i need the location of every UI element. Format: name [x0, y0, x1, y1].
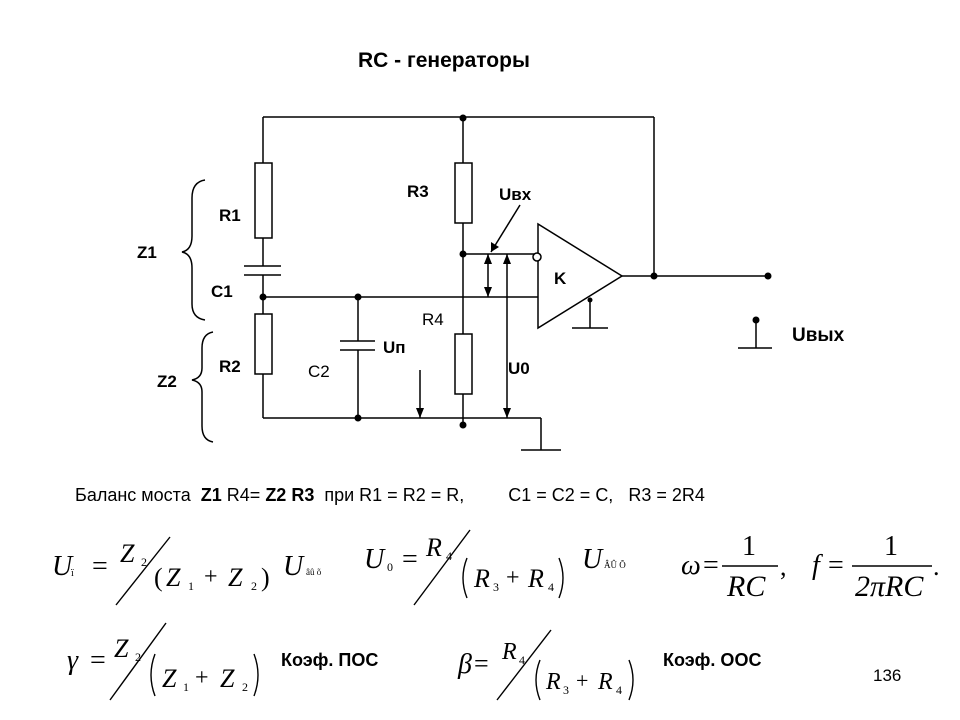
f5-z1: Z	[162, 664, 177, 693]
f1-U2: U	[283, 551, 304, 582]
f4-den: 2πRC	[855, 570, 924, 603]
f5-plus: +	[195, 665, 209, 691]
label-un: Uп	[383, 338, 406, 357]
f2-eq: =	[402, 544, 418, 575]
f5-lhs: γ	[67, 645, 79, 676]
page-number: 136	[873, 666, 902, 685]
f5-z1-sub: 1	[183, 680, 189, 694]
f1-z2: Z	[228, 563, 243, 592]
f3-num: 1	[742, 531, 756, 562]
f1-num-sub: 2	[141, 555, 147, 569]
label-z2: Z2	[157, 372, 177, 391]
label-c2: C2	[308, 362, 330, 381]
balance-prefix: Баланс моста	[75, 485, 191, 505]
f2-r4: R	[528, 564, 544, 593]
f2-r3-sub: 3	[493, 580, 499, 594]
f2-r3: R	[474, 564, 490, 593]
f3-lhs: ω	[681, 550, 701, 581]
f2-num-sub: 4	[446, 549, 452, 563]
f1-close: )	[261, 563, 270, 592]
balance-condition: при R1 = R2 = R,	[324, 485, 465, 505]
f1-num: Z	[120, 539, 135, 568]
f1-U2-sub: âû õ	[306, 567, 322, 577]
label-r4: R4	[422, 310, 444, 329]
f2-r4-sub: 4	[548, 580, 554, 594]
f1-z2-sub: 2	[251, 579, 257, 593]
f6-num-sub: 4	[519, 653, 525, 667]
f6-lhs: β	[458, 649, 472, 680]
oos-label: Коэф. ООС	[663, 650, 762, 670]
label-uout: Uвых	[792, 325, 845, 346]
f1-U-sub: ï	[71, 568, 74, 579]
balance-line: Баланс моста Z1 R4= Z2 R3 при R1 = R2 = …	[75, 486, 705, 504]
f1-open: (	[154, 563, 163, 592]
f1-eq: =	[92, 551, 108, 582]
f5-eq: =	[90, 645, 106, 676]
f6-num: R	[502, 639, 517, 665]
page-title: RC - генераторы	[358, 49, 530, 72]
f1-z1: Z	[166, 563, 181, 592]
f5-z2-sub: 2	[242, 680, 248, 694]
balance-r4: R4=	[226, 485, 261, 505]
balance-c-eq: C1 = C2 = C,	[508, 485, 614, 505]
f4-eq: =	[828, 550, 844, 581]
f6-r4: R	[598, 669, 613, 695]
balance-z1: Z1	[200, 485, 222, 505]
label-r2: R2	[219, 357, 241, 376]
f5-num-sub: 2	[135, 650, 141, 664]
f4-num: 1	[884, 531, 898, 562]
f6-r3-sub: 3	[563, 683, 569, 697]
f2-U: U	[364, 544, 385, 575]
f3-den: RC	[727, 570, 766, 603]
f1-plus: +	[204, 564, 218, 590]
f2-num: R	[426, 533, 442, 562]
f5-num: Z	[114, 634, 129, 663]
f6-plus: +	[576, 668, 589, 693]
circuit-diagram	[181, 114, 772, 451]
f4-tail: .	[933, 552, 940, 581]
f6-r3: R	[546, 669, 561, 695]
f6-r4-sub: 4	[616, 683, 622, 697]
f2-U-sub: 0	[387, 560, 393, 574]
f2-U2-sub: ÂÛ Õ	[604, 560, 626, 570]
label-r3: R3	[407, 182, 429, 201]
f1-U: U	[52, 551, 73, 582]
f5-z2: Z	[220, 664, 235, 693]
f2-plus: +	[506, 565, 520, 591]
balance-r-eq: R3 = 2R4	[628, 485, 705, 505]
f1-z1-sub: 1	[188, 579, 194, 593]
label-c1: C1	[211, 282, 233, 301]
label-u0: U0	[508, 359, 530, 378]
f4-lhs: f	[812, 550, 820, 581]
f3-tail: ,	[780, 552, 787, 581]
pos-label: Коэф. ПОС	[281, 650, 379, 670]
f2-U2: U	[582, 544, 603, 575]
label-r1: R1	[219, 206, 241, 225]
label-z1: Z1	[137, 243, 157, 262]
label-uin: Uвх	[499, 185, 532, 204]
label-k: K	[554, 269, 567, 288]
f6-eq: =	[474, 649, 489, 678]
f3-eq: =	[703, 550, 719, 581]
balance-z2r3: Z2 R3	[265, 485, 315, 505]
